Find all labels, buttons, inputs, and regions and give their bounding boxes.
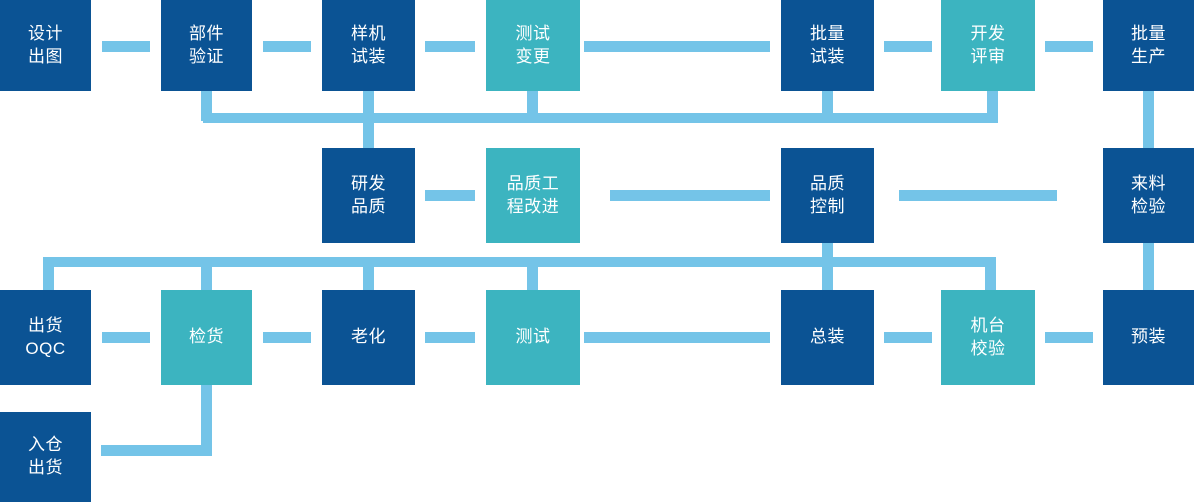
node-label: 品质 控制 [810, 173, 845, 216]
node-batch-trial[interactable]: 批量 试装 [781, 0, 874, 91]
connector-drop-devreview [987, 91, 998, 121]
node-label: 入仓 出货 [28, 435, 63, 477]
node-proto-assembly[interactable]: 样机 试装 [322, 0, 415, 91]
node-label: 预装 [1131, 327, 1166, 347]
connector-drop-batchtrial [822, 91, 833, 121]
connector-drop-proto [363, 91, 374, 148]
connector-proto-to-testchange [425, 41, 475, 52]
node-label: 研发 品质 [351, 173, 386, 216]
connector-incoming-to-preasm [1143, 243, 1154, 290]
node-final-assembly[interactable]: 总装 [781, 290, 874, 385]
node-pick-check[interactable]: 检货 [161, 290, 252, 385]
connector-pickcheck-down [201, 385, 212, 456]
node-label: 出货 OQC [25, 315, 66, 358]
connector-testchange-to-batch [584, 41, 770, 52]
connector-drop-oqc [43, 257, 54, 290]
connector-drop-part [201, 91, 212, 121]
node-label: 品质工 程改进 [506, 173, 560, 216]
connector-drop-machinecalib [985, 257, 996, 290]
connector-burnin-to-test [425, 332, 475, 343]
node-label: 开发 评审 [970, 23, 1006, 66]
node-test[interactable]: 测试 [486, 290, 580, 385]
node-label: 批量 生产 [1131, 23, 1166, 66]
connector-review-to-mass [1045, 41, 1093, 52]
connector-riser-finalasm [822, 243, 833, 290]
connector-finalasm-to-calib [884, 332, 932, 343]
node-label: 设计 出图 [28, 23, 63, 66]
node-quality-eng-imp[interactable]: 品质工 程改进 [486, 148, 580, 243]
node-label: 部件 验证 [189, 23, 224, 66]
node-outgoing-oqc[interactable]: 出货 OQC [0, 290, 91, 385]
node-label: 机台 校验 [970, 315, 1006, 358]
node-label: 总装 [810, 327, 845, 347]
node-rd-quality[interactable]: 研发 品质 [322, 148, 415, 243]
node-label: 来料 检验 [1131, 173, 1166, 216]
connector-qualctrl-to-incoming [899, 190, 1057, 201]
connector-part-to-proto [263, 41, 311, 52]
node-test-change[interactable]: 测试 变更 [486, 0, 580, 91]
connector-batch-to-review [884, 41, 932, 52]
connector-drop-pickcheck [201, 257, 212, 290]
node-machine-calib[interactable]: 机台 校验 [941, 290, 1035, 385]
node-incoming-check[interactable]: 来料 检验 [1103, 148, 1194, 243]
node-warehouse-ship[interactable]: 入仓 出货 [0, 412, 91, 502]
node-label: 测试 [515, 327, 551, 347]
connector-bus-top [203, 113, 998, 123]
node-label: 老化 [351, 327, 386, 347]
node-label: 测试 变更 [515, 23, 551, 66]
connector-test-to-finalasm [584, 332, 770, 343]
node-part-verify[interactable]: 部件 验证 [161, 0, 252, 91]
connector-oqc-to-pickcheck [102, 332, 150, 343]
connector-bus-mid [45, 257, 995, 267]
node-mass-production[interactable]: 批量 生产 [1103, 0, 1194, 91]
node-burn-in[interactable]: 老化 [322, 290, 415, 385]
connector-design-to-part [102, 41, 150, 52]
connector-qualeng-to-qualctrl [610, 190, 770, 201]
node-pre-assembly[interactable]: 预装 [1103, 290, 1194, 385]
connector-drop-testchange [527, 91, 538, 121]
node-design-drawing[interactable]: 设计 出图 [0, 0, 91, 91]
connector-drop-burnin [363, 257, 374, 290]
connector-pickcheck-to-burnin [263, 332, 311, 343]
connector-calib-to-preasm [1045, 332, 1093, 343]
connector-drop-test [527, 257, 538, 290]
node-label: 批量 试装 [810, 23, 845, 66]
node-quality-control[interactable]: 品质 控制 [781, 148, 874, 243]
connector-mass-to-incoming [1143, 91, 1154, 148]
node-label: 检货 [189, 327, 224, 347]
connector-pickcheck-to-warehouse [101, 445, 206, 456]
node-dev-review[interactable]: 开发 评审 [941, 0, 1035, 91]
connector-rdq-to-qualeng [425, 190, 475, 201]
node-label: 样机 试装 [351, 23, 386, 66]
